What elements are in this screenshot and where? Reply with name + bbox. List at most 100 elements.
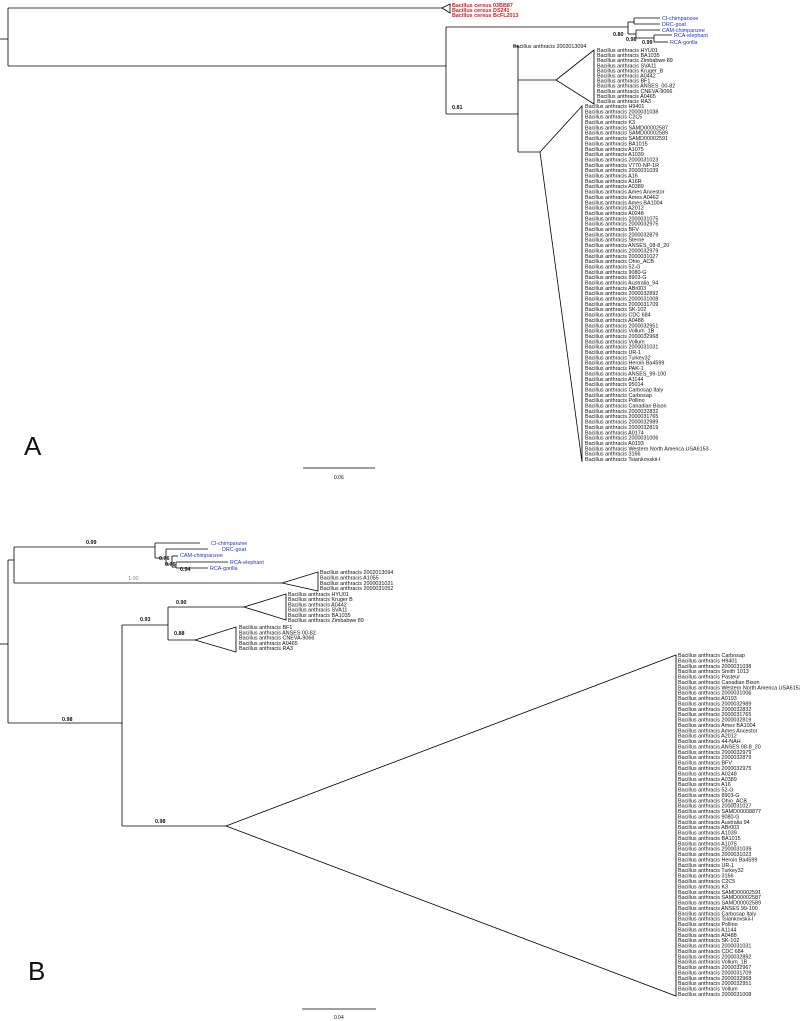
taxon-label: Bacillus anthracis ANSES 99-100 bbox=[678, 906, 758, 912]
taxon-label: Bacillus anthracis 2000031038 bbox=[678, 664, 751, 670]
taxon-label: Bacillus anthracis Ames BA1004 bbox=[678, 723, 756, 729]
taxon-label: Bacillus anthracis Smith 1013 bbox=[678, 669, 749, 675]
taxon-label: CAM-chimpanzee bbox=[180, 553, 223, 559]
taxon-label: Bacillus anthracis 52-G bbox=[678, 788, 733, 794]
taxon-label: Bacillus anthracis BF1 bbox=[239, 625, 292, 631]
taxon-label: Bacillus anthracis 2000031052 bbox=[320, 586, 393, 592]
support-label: 0.99 bbox=[642, 40, 653, 46]
scale-bar-label: 0.06 bbox=[334, 475, 344, 481]
taxon-label: Bacillus anthracis RA3 bbox=[239, 646, 293, 652]
taxon-label: Bacillus anthracis SAMD00002589 bbox=[585, 131, 668, 137]
taxon-label: Bacillus anthracis 95014 bbox=[585, 382, 643, 388]
taxon-label: Bacillus anthracis 2002013094 bbox=[320, 570, 393, 576]
taxon-label: Bacillus anthracis A0465 bbox=[597, 94, 656, 100]
taxon-label: Bacillus anthracis 2002013094 bbox=[513, 44, 586, 50]
taxon-label: Bacillus anthracis Western North America… bbox=[678, 685, 800, 691]
taxon-label: Bacillus anthracis 8903-G bbox=[585, 275, 646, 281]
taxon-label: Bacillus anthracis 2000032879 bbox=[585, 232, 658, 238]
taxon-label: Bacillus anthracis 2000031038 bbox=[585, 109, 658, 115]
taxon-label: Bacillus anthracis 2000032832 bbox=[678, 707, 751, 713]
taxon-label: Bacillus anthracis 9080-G bbox=[585, 270, 646, 276]
taxon-label: Bacillus anthracis 2000031006 bbox=[678, 691, 751, 697]
taxon-label: Bacillus anthracis 2000031021 bbox=[320, 581, 393, 587]
taxon-label: Bacillus anthracis SK-102 bbox=[585, 307, 646, 313]
taxon-label: Bacillus anthracis Vollum_1B bbox=[585, 329, 655, 335]
taxon-label: Bacillus anthracis 2000032979 bbox=[585, 248, 658, 254]
taxon-label: Bacillus anthracis Zimbabwe 89 bbox=[288, 618, 364, 624]
taxon-label: Bacillus anthracis ABr003 bbox=[585, 286, 646, 292]
taxon-label: Bacillus anthracis A1055 bbox=[320, 575, 379, 581]
support-label: 0.98 bbox=[626, 37, 637, 43]
support-label: 0.76 bbox=[159, 556, 170, 562]
taxon-label: Bacillus anthracis A16R bbox=[585, 179, 642, 185]
taxon-label: Bacillus anthracis Kruger_B bbox=[597, 68, 664, 74]
taxon-label: Bacillus anthracis 8903-G bbox=[678, 793, 739, 799]
taxon-label: Bacillus anthracis 2000031039 bbox=[585, 168, 658, 174]
taxon-label: Bacillus anthracis BFV bbox=[678, 761, 732, 767]
taxon-label: Bacillus anthracis 52-G bbox=[585, 264, 640, 270]
taxon-label: Bacillus anthracis C2C5 bbox=[678, 879, 735, 885]
taxon-label: Bacillus anthracis Vollum bbox=[678, 987, 738, 993]
taxon-label: Bacillus anthracis CNEVA-9066 bbox=[239, 636, 314, 642]
taxon-label: Bacillus anthracis A2012 bbox=[678, 734, 737, 740]
taxon-label: Bacillus anthracis A0442 bbox=[288, 602, 347, 608]
panel-letter: A bbox=[24, 431, 42, 461]
taxon-label: Bacillus anthracis ANSES_00-82 bbox=[597, 84, 675, 90]
panel-b: 0.99 CI-chimpanzee 0.76 DRC-goat 0.76 CA… bbox=[0, 540, 800, 1021]
taxon-label: Bacillus anthracis Carbosap Italy bbox=[678, 911, 757, 917]
support-label: 0.94 bbox=[180, 567, 191, 573]
taxon-label: Bacillus anthracis 2000031008 bbox=[585, 297, 658, 303]
support-label: 0.88 bbox=[174, 631, 185, 637]
taxon-label: Bacillus anthracis Ames A0462 bbox=[585, 195, 659, 201]
taxon-label: Bacillus anthracis 2000032975 bbox=[585, 222, 658, 228]
taxon-label: Bacillus anthracis A1075 bbox=[585, 147, 644, 153]
taxon-label: Bacillus anthracis A0389 bbox=[678, 777, 737, 783]
taxon-label: Bacillus anthracis 2000032951 bbox=[585, 323, 658, 329]
taxon-label: Bacillus anthracis A1039 bbox=[678, 831, 737, 837]
taxon-label: Bacillus anthracis 3166 bbox=[585, 452, 640, 458]
collapsed-clade-c bbox=[193, 626, 237, 653]
taxon-label: RCA-elephant bbox=[674, 33, 708, 39]
taxon-label: Bacillus anthracis Canadian Bison bbox=[585, 404, 667, 410]
taxon-label: Bacillus anthracis RA3 bbox=[597, 99, 651, 105]
taxon-label: Bacillus anthracis A1144 bbox=[585, 377, 643, 383]
taxon-label: Bacillus anthracis SAMD00002587 bbox=[678, 895, 761, 901]
taxon-label: Bacillus anthracis H9401 bbox=[678, 658, 737, 664]
taxon-label: Bacillus anthracis 2000032989 bbox=[678, 701, 751, 707]
taxon-label: Bacillus anthracis SVA11 bbox=[288, 608, 347, 614]
taxon-label: Bacillus anthracis 2000031023 bbox=[678, 852, 751, 858]
taxon-label: Bacillus anthracis 2000032832 bbox=[585, 409, 658, 415]
support-label: 0.98 bbox=[155, 819, 166, 825]
taxon-label: Bacillus anthracis A0248 bbox=[585, 211, 644, 217]
taxon-label: Bacillus anthracis UR-1 bbox=[585, 350, 641, 356]
taxon-label: Bacillus anthracis 2000032968 bbox=[678, 976, 751, 982]
taxon-label: Bacillus anthracis 2000032879 bbox=[678, 755, 751, 761]
taxon-label: Bacillus anthracis A0193 bbox=[678, 696, 737, 702]
taxon-label: Bacillus anthracis H9401 bbox=[585, 104, 644, 110]
taxon-label: Bacillus anthracis C2C5 bbox=[585, 115, 642, 121]
taxon-label: Bacillus anthracis 2000031765 bbox=[678, 712, 751, 718]
taxon-label: Bacillus anthracis 2000031709 bbox=[678, 970, 751, 976]
taxon-label: Bacillus anthracis 44-NAH bbox=[678, 739, 741, 745]
taxon-label: Bacillus anthracis Ohio_ACB bbox=[678, 798, 747, 804]
taxon-label: DRC-goat bbox=[222, 547, 246, 553]
taxon-label: Bacillus anthracis 2000032967 bbox=[678, 965, 751, 971]
taxon-label: Bacillus anthracis Australia 94 bbox=[678, 820, 750, 826]
taxon-label: Bacillus anthracis BA1015 bbox=[585, 141, 648, 147]
taxon-label: Bacillus anthracis SAMD00002591 bbox=[585, 136, 668, 142]
taxon-label: RCA-elephant bbox=[230, 560, 264, 566]
taxon-label: Bacillus cereus BcFL2013 bbox=[452, 13, 519, 19]
taxon-label: Bacillus anthracis A0488 bbox=[678, 933, 737, 939]
taxon-label: Bacillus anthracis Ames BA1004 bbox=[585, 200, 663, 206]
taxon-label: Bacillus anthracis Pollino bbox=[678, 922, 738, 928]
taxon-label: Bacillus anthracis Heroin Ba4599 bbox=[585, 361, 664, 367]
taxon-label: Bacillus anthracis 2000032892 bbox=[678, 954, 751, 960]
taxon-label: Bacillus anthracis 2000032968 bbox=[585, 334, 658, 340]
taxon-label: CAM-chimpanzee bbox=[662, 28, 705, 34]
taxon-label: Bacillus anthracis Carbosap Italy bbox=[585, 387, 664, 393]
taxon-label: Bacillus anthracis BA1035 bbox=[288, 613, 351, 619]
